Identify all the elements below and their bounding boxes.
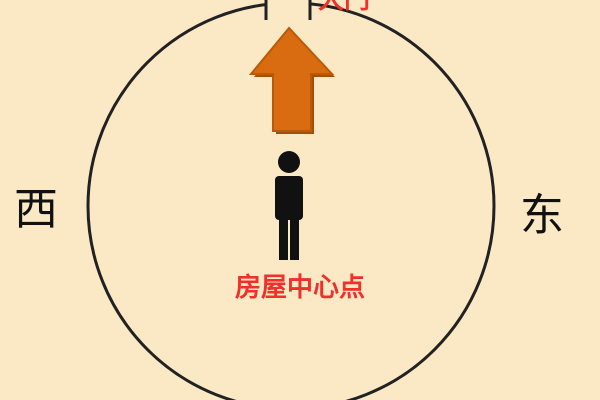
door-gap [266,0,310,16]
person-icon [275,151,303,260]
east-label: 东 [520,190,564,241]
door-label: 大门 [318,0,371,15]
west-label: 西 [14,184,58,235]
arrow-up-icon [248,26,335,134]
house-center-label: 房屋中心点 [234,273,365,303]
